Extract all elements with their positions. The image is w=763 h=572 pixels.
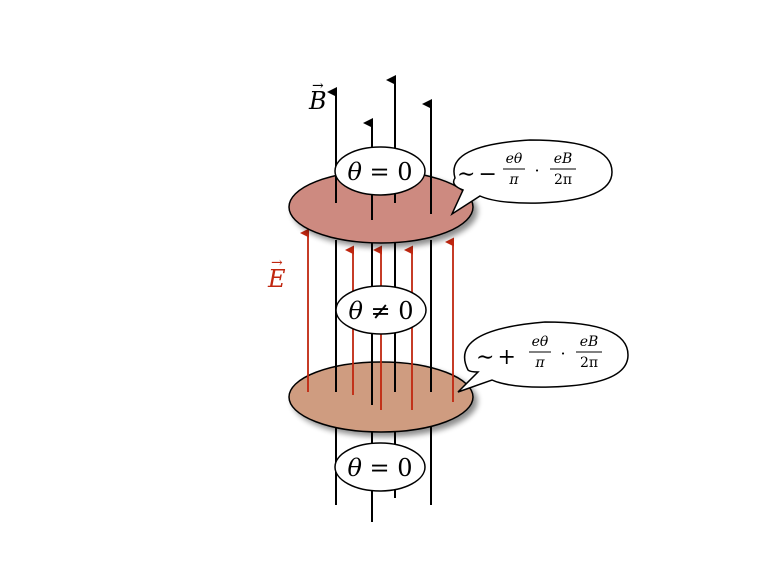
b-field-label: B → [308, 78, 327, 115]
svg-text:θ ≠ 0: θ ≠ 0 [348, 297, 413, 325]
svg-text:2π: 2π [580, 355, 598, 371]
callout-bottom: ∼+ eθ π · eB 2π [457, 321, 629, 393]
svg-text:→: → [271, 255, 283, 271]
svg-text:eθ: eθ [506, 151, 523, 167]
callout-top-prefix: ∼− [457, 162, 497, 187]
svg-text:π: π [534, 355, 545, 371]
svg-text:eB: eB [580, 334, 599, 350]
svg-text:E: E [267, 265, 286, 293]
svg-text:·: · [534, 161, 539, 180]
callout-bottom-prefix: ∼+ [476, 345, 516, 370]
e-field-label: E → [267, 255, 286, 293]
svg-text:θ = 0: θ = 0 [347, 158, 412, 186]
region-label-middle: θ ≠ 0 [335, 285, 427, 335]
svg-text:·: · [560, 344, 565, 363]
callout-top: ∼− eθ π · eB 2π [450, 139, 613, 217]
region-label-top: θ = 0 [334, 146, 426, 196]
svg-text:π: π [508, 172, 519, 188]
svg-text:θ = 0: θ = 0 [347, 454, 412, 482]
svg-text:→: → [312, 78, 324, 94]
svg-text:eB: eB [554, 151, 573, 167]
svg-text:eθ: eθ [532, 334, 549, 350]
svg-text:B: B [308, 87, 327, 115]
region-label-bottom: θ = 0 [334, 442, 426, 492]
svg-text:2π: 2π [554, 172, 572, 188]
